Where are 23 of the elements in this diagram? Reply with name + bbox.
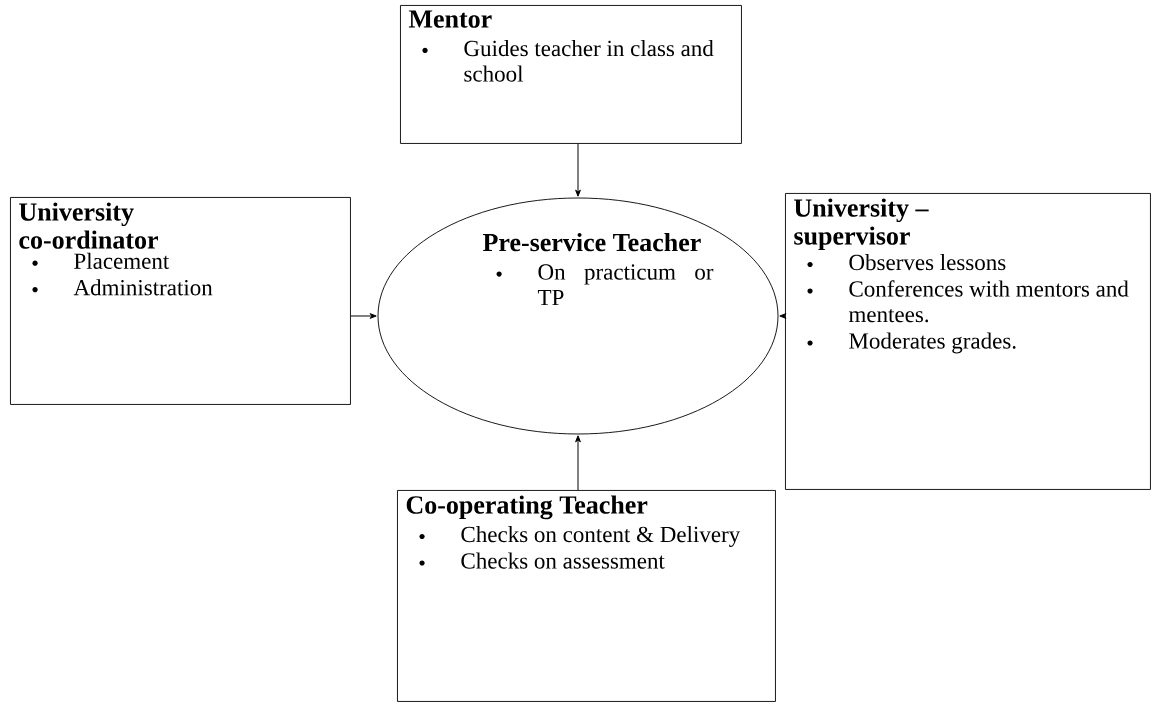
arrow: [575, 143, 581, 197]
arrow: [575, 435, 581, 491]
text-box: [10, 197, 351, 405]
heading-text: Mentor: [408, 10, 492, 28]
bullet-item: Checks on assessment: [419, 552, 665, 569]
arrow: [350, 313, 377, 319]
bullet-item: Guides teacher in class and school: [422, 40, 714, 82]
bullet-item: Administration: [32, 279, 213, 296]
bullet-item: Placement: [32, 252, 170, 269]
heading-text: University – supervisor: [794, 198, 929, 251]
bullet-item: Conferences with mentors and mentees.: [807, 280, 1129, 323]
bullet-item: Moderates grades.: [807, 332, 1016, 354]
heading-text: Pre-service Teacher: [482, 233, 701, 252]
bullet-item: Observes lessons: [807, 254, 1006, 271]
text-box: [785, 193, 1151, 490]
heading-text: Co-operating Teacher: [406, 495, 648, 520]
text-box: [397, 490, 776, 702]
heading-text: University co-ordinator: [19, 202, 158, 249]
arrow: [779, 313, 787, 319]
bullet-item: On practicum or TP: [496, 264, 714, 306]
ellipse: [377, 197, 779, 435]
text-box: [400, 5, 742, 144]
bullet-item: Checks on content & Delivery: [419, 526, 741, 547]
